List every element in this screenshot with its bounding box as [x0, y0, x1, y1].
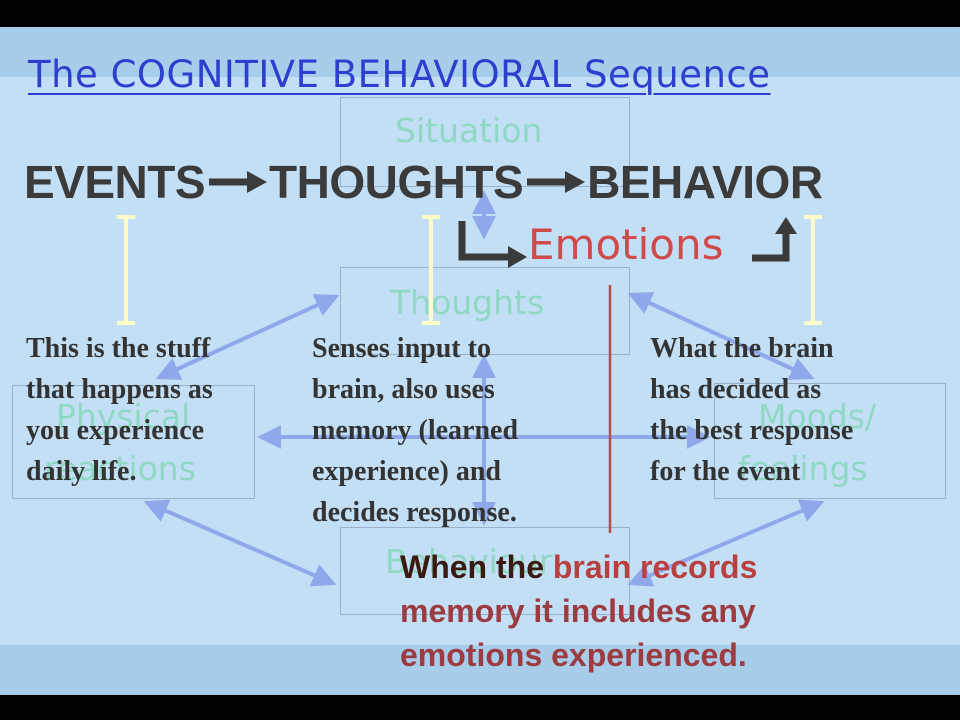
ghost-arrow-physical-behaviour — [143, 499, 337, 587]
description-line: that happens as — [26, 374, 213, 405]
thoughts-ghost-label: Thoughts — [390, 283, 545, 322]
events-label: EVENTS — [24, 156, 206, 208]
ghost-arrow-physical-thoughts — [155, 294, 340, 380]
top-band — [0, 27, 960, 77]
description-line: Senses input to — [312, 333, 491, 364]
arrow-right-icon — [209, 170, 268, 193]
sequence-flow: EVENTS THOUGHTS BEHAVIOR — [24, 155, 823, 209]
reactions-ghost-label: reactions — [44, 449, 196, 488]
behavior-label: BEHAVIOR — [587, 156, 823, 208]
thoughts-description: Senses input to brain, also uses memory … — [312, 328, 518, 533]
description-line: This is the stuff — [26, 333, 211, 364]
description-line: for the event — [650, 456, 801, 487]
bracket-behavior — [804, 215, 822, 325]
situation-box — [340, 97, 630, 187]
ghost-arrow-moods-behaviour — [627, 499, 825, 587]
memory-note: When the brain records memory it include… — [400, 545, 757, 677]
description-line: the best response — [650, 415, 854, 446]
behavior-description: What the brain has decided as the best r… — [650, 328, 853, 492]
physical-ghost-label: Physical — [56, 397, 191, 436]
moods-ghost-label: Moods/ — [758, 397, 877, 436]
description-line: you experience — [26, 415, 205, 446]
slide: Situation Thoughts Physical reactions Mo… — [0, 27, 960, 695]
description-line: memory (learned — [312, 415, 519, 446]
memory-note-line-2: memory it includes any — [400, 593, 756, 629]
description-line: brain, also uses — [312, 374, 495, 405]
moods-feelings-box — [714, 383, 946, 499]
description-line: experience) and — [312, 456, 501, 487]
description-line: daily life. — [26, 456, 137, 487]
events-description: This is the stuff that happens as you ex… — [26, 328, 213, 492]
memory-note-line-3: emotions experienced. — [400, 637, 747, 673]
description-line: What the brain — [650, 333, 834, 364]
ghost-arrow-thoughts-moods — [627, 292, 815, 380]
memory-note-line-1: When the brain records — [400, 545, 757, 589]
diagram-lines — [117, 190, 825, 587]
bottom-band — [0, 645, 960, 695]
slide-title: The COGNITIVE BEHAVIORAL Sequence — [28, 53, 771, 96]
description-line: has decided as — [650, 374, 822, 405]
emotions-to-behavior-arrow — [752, 217, 797, 262]
feelings-ghost-label: feelings — [738, 449, 868, 488]
description-line: decides response. — [312, 497, 517, 528]
memory-note-dark-text: When the — [400, 549, 544, 585]
arrow-right-icon — [527, 170, 586, 193]
thoughts-to-emotions-arrow — [458, 221, 527, 268]
physical-reactions-box — [12, 385, 255, 499]
thoughts-label: THOUGHTS — [269, 156, 524, 208]
behaviour-ghost-label: Behaviour — [385, 542, 553, 581]
bracket-events — [117, 215, 135, 325]
bracket-thoughts — [422, 215, 440, 325]
memory-note-red-text: brain records — [552, 549, 758, 585]
emotions-label: Emotions — [528, 220, 724, 269]
situation-ghost-label: Situation — [395, 111, 543, 150]
